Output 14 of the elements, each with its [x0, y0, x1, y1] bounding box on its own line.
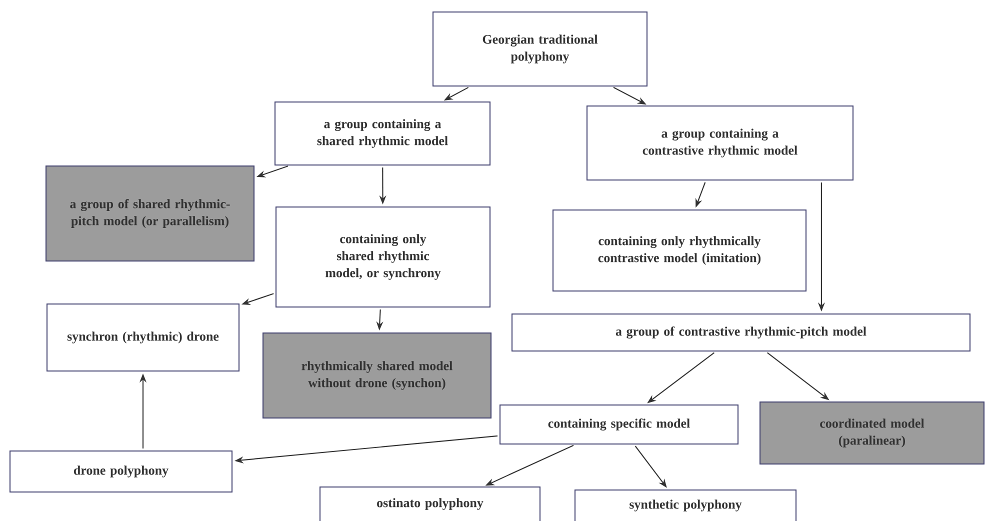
- process-box: ostinato polyphony: [320, 486, 540, 521]
- process-box: a group of contrastive rhythmic-pitch model: [512, 314, 970, 352]
- shaded-box: coordinated model (paralinear): [760, 402, 984, 464]
- process-box: synthetic polyphony: [574, 490, 796, 521]
- process-box: synchron (rhythmic) drone: [46, 304, 240, 372]
- process-box: Georgian traditional polyphony: [432, 12, 648, 86]
- shaded-box: rhythmically shared model without drone (synchon): [262, 332, 492, 418]
- process-box: a group containing a contrastive rhythmic model: [586, 106, 854, 180]
- process-box: containing specific model: [500, 404, 738, 444]
- process-box: containing only shared rhythmic model, or synchrony: [276, 206, 490, 308]
- process-box: a group containing a shared rhythmic model: [274, 102, 490, 166]
- process-box: containing only rhythmically contrastive model (imitation): [552, 210, 806, 292]
- shaded-box: a group of shared rhythmic-pitch model (or parallelism): [46, 166, 254, 262]
- process-box: drone polyphony: [10, 450, 232, 492]
